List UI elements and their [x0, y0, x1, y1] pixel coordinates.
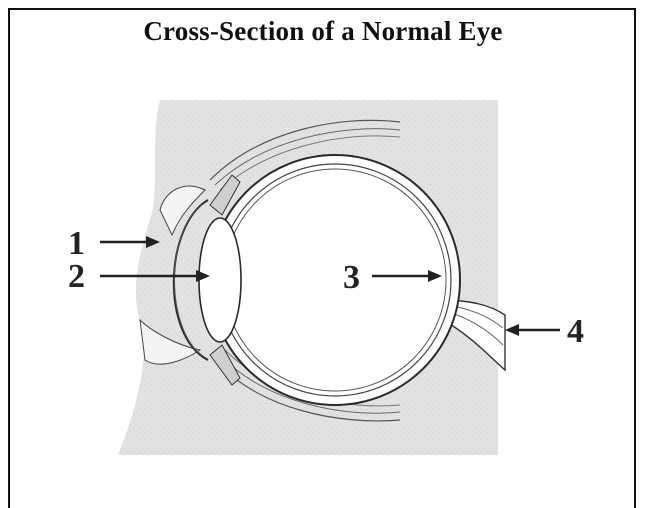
label-1: 1 [68, 225, 85, 262]
label-3: 3 [343, 259, 360, 296]
label-2: 2 [68, 258, 85, 295]
label-4: 4 [567, 313, 584, 350]
retina [224, 169, 446, 391]
lens [199, 218, 241, 342]
callout-4: 4 [505, 313, 584, 350]
